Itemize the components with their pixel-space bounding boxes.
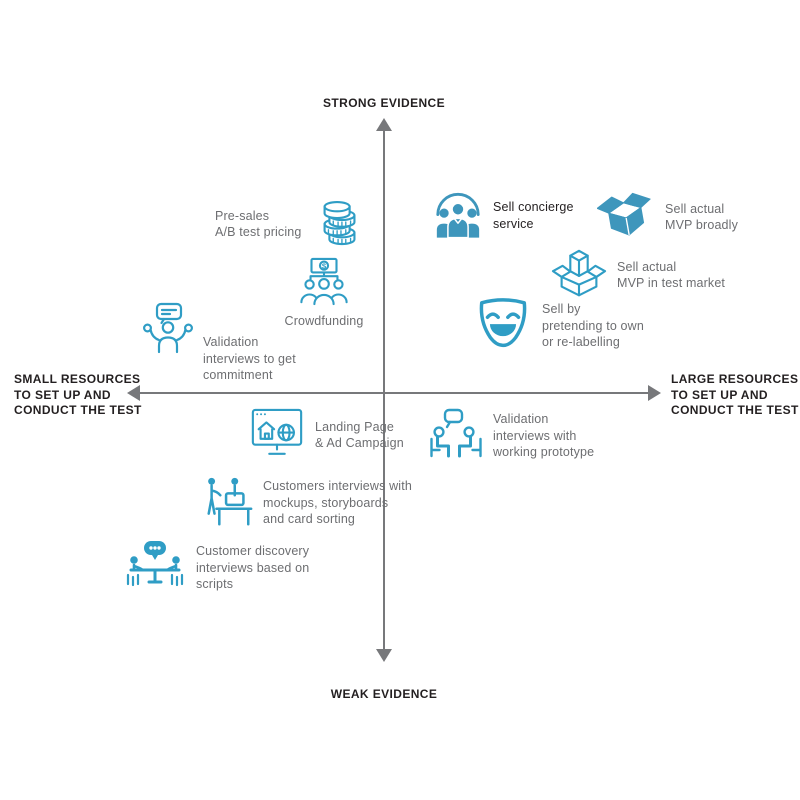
item-validation-commitment: Validation interviews to get commitment (141, 302, 321, 384)
coins-icon (315, 198, 365, 250)
presenter-interview-icon (141, 302, 195, 354)
item-label: Crowdfunding (284, 314, 364, 328)
item-label: Customer discovery interviews based on s… (196, 544, 310, 592)
item-label: Validation interviews to get commitment (203, 335, 296, 382)
item-label: Sell concierge service (493, 200, 574, 231)
table-discussion-icon (124, 539, 186, 597)
horizontal-axis-line (140, 392, 648, 394)
item-label: Sell actual MVP in test market (617, 259, 726, 291)
item-mvp-test-market: Sell actual MVP in test market (551, 247, 745, 303)
item-sell-concierge: Sell concierge service (433, 192, 593, 239)
seated-interview-icon (429, 408, 483, 464)
item-customer-mockups: Customers interviews with mockups, story… (201, 474, 425, 532)
axis-label-large-resources: LARGE RESOURCES TO SET UP AND CONDUCT TH… (671, 372, 799, 417)
item-label: Validation interviews with working proto… (493, 412, 595, 460)
item-mvp-broadly: Sell actual MVP broadly (597, 192, 755, 242)
axis-label-strong-evidence: STRONG EVIDENCE (322, 96, 446, 110)
item-landing-page: Landing Page & Ad Campaign (249, 407, 419, 463)
desk-interview-icon (201, 474, 255, 532)
item-label: Sell actual MVP broadly (665, 201, 738, 233)
box-with-product-icon (551, 247, 607, 303)
landing-page-monitor-icon (249, 407, 305, 463)
axis-arrow-down-icon (376, 649, 392, 662)
mask-icon (474, 296, 532, 356)
svg-text:$: $ (322, 262, 327, 271)
item-validation-prototype: Validation interviews with working proto… (429, 408, 611, 464)
item-crowdfunding: $ Crowdfunding (284, 257, 364, 330)
axis-label-small-resources: SMALL RESOURCES TO SET UP AND CONDUCT TH… (14, 372, 142, 417)
item-presales-ab-test: Pre-sales A/B test pricing (215, 198, 365, 250)
item-label: Landing Page & Ad Campaign (315, 419, 404, 451)
item-label: Pre-sales A/B test pricing (215, 208, 302, 240)
vertical-axis-line (383, 130, 385, 650)
item-customer-discovery: Customer discovery interviews based on s… (124, 539, 332, 597)
crowdfunding-icon: $ (296, 257, 352, 307)
axis-label-weak-evidence: WEAK EVIDENCE (330, 687, 438, 701)
axis-arrow-up-icon (376, 118, 392, 131)
axis-arrow-right-icon (648, 385, 661, 401)
item-label: Customers interviews with mockups, story… (263, 479, 412, 527)
item-sell-pretending: Sell by pretending to own or re-labellin… (474, 296, 664, 356)
concierge-people-icon (433, 192, 483, 239)
item-label: Sell by pretending to own or re-labellin… (542, 302, 644, 350)
axis-arrow-left-icon (127, 385, 140, 401)
open-box-filled-icon (597, 192, 655, 242)
